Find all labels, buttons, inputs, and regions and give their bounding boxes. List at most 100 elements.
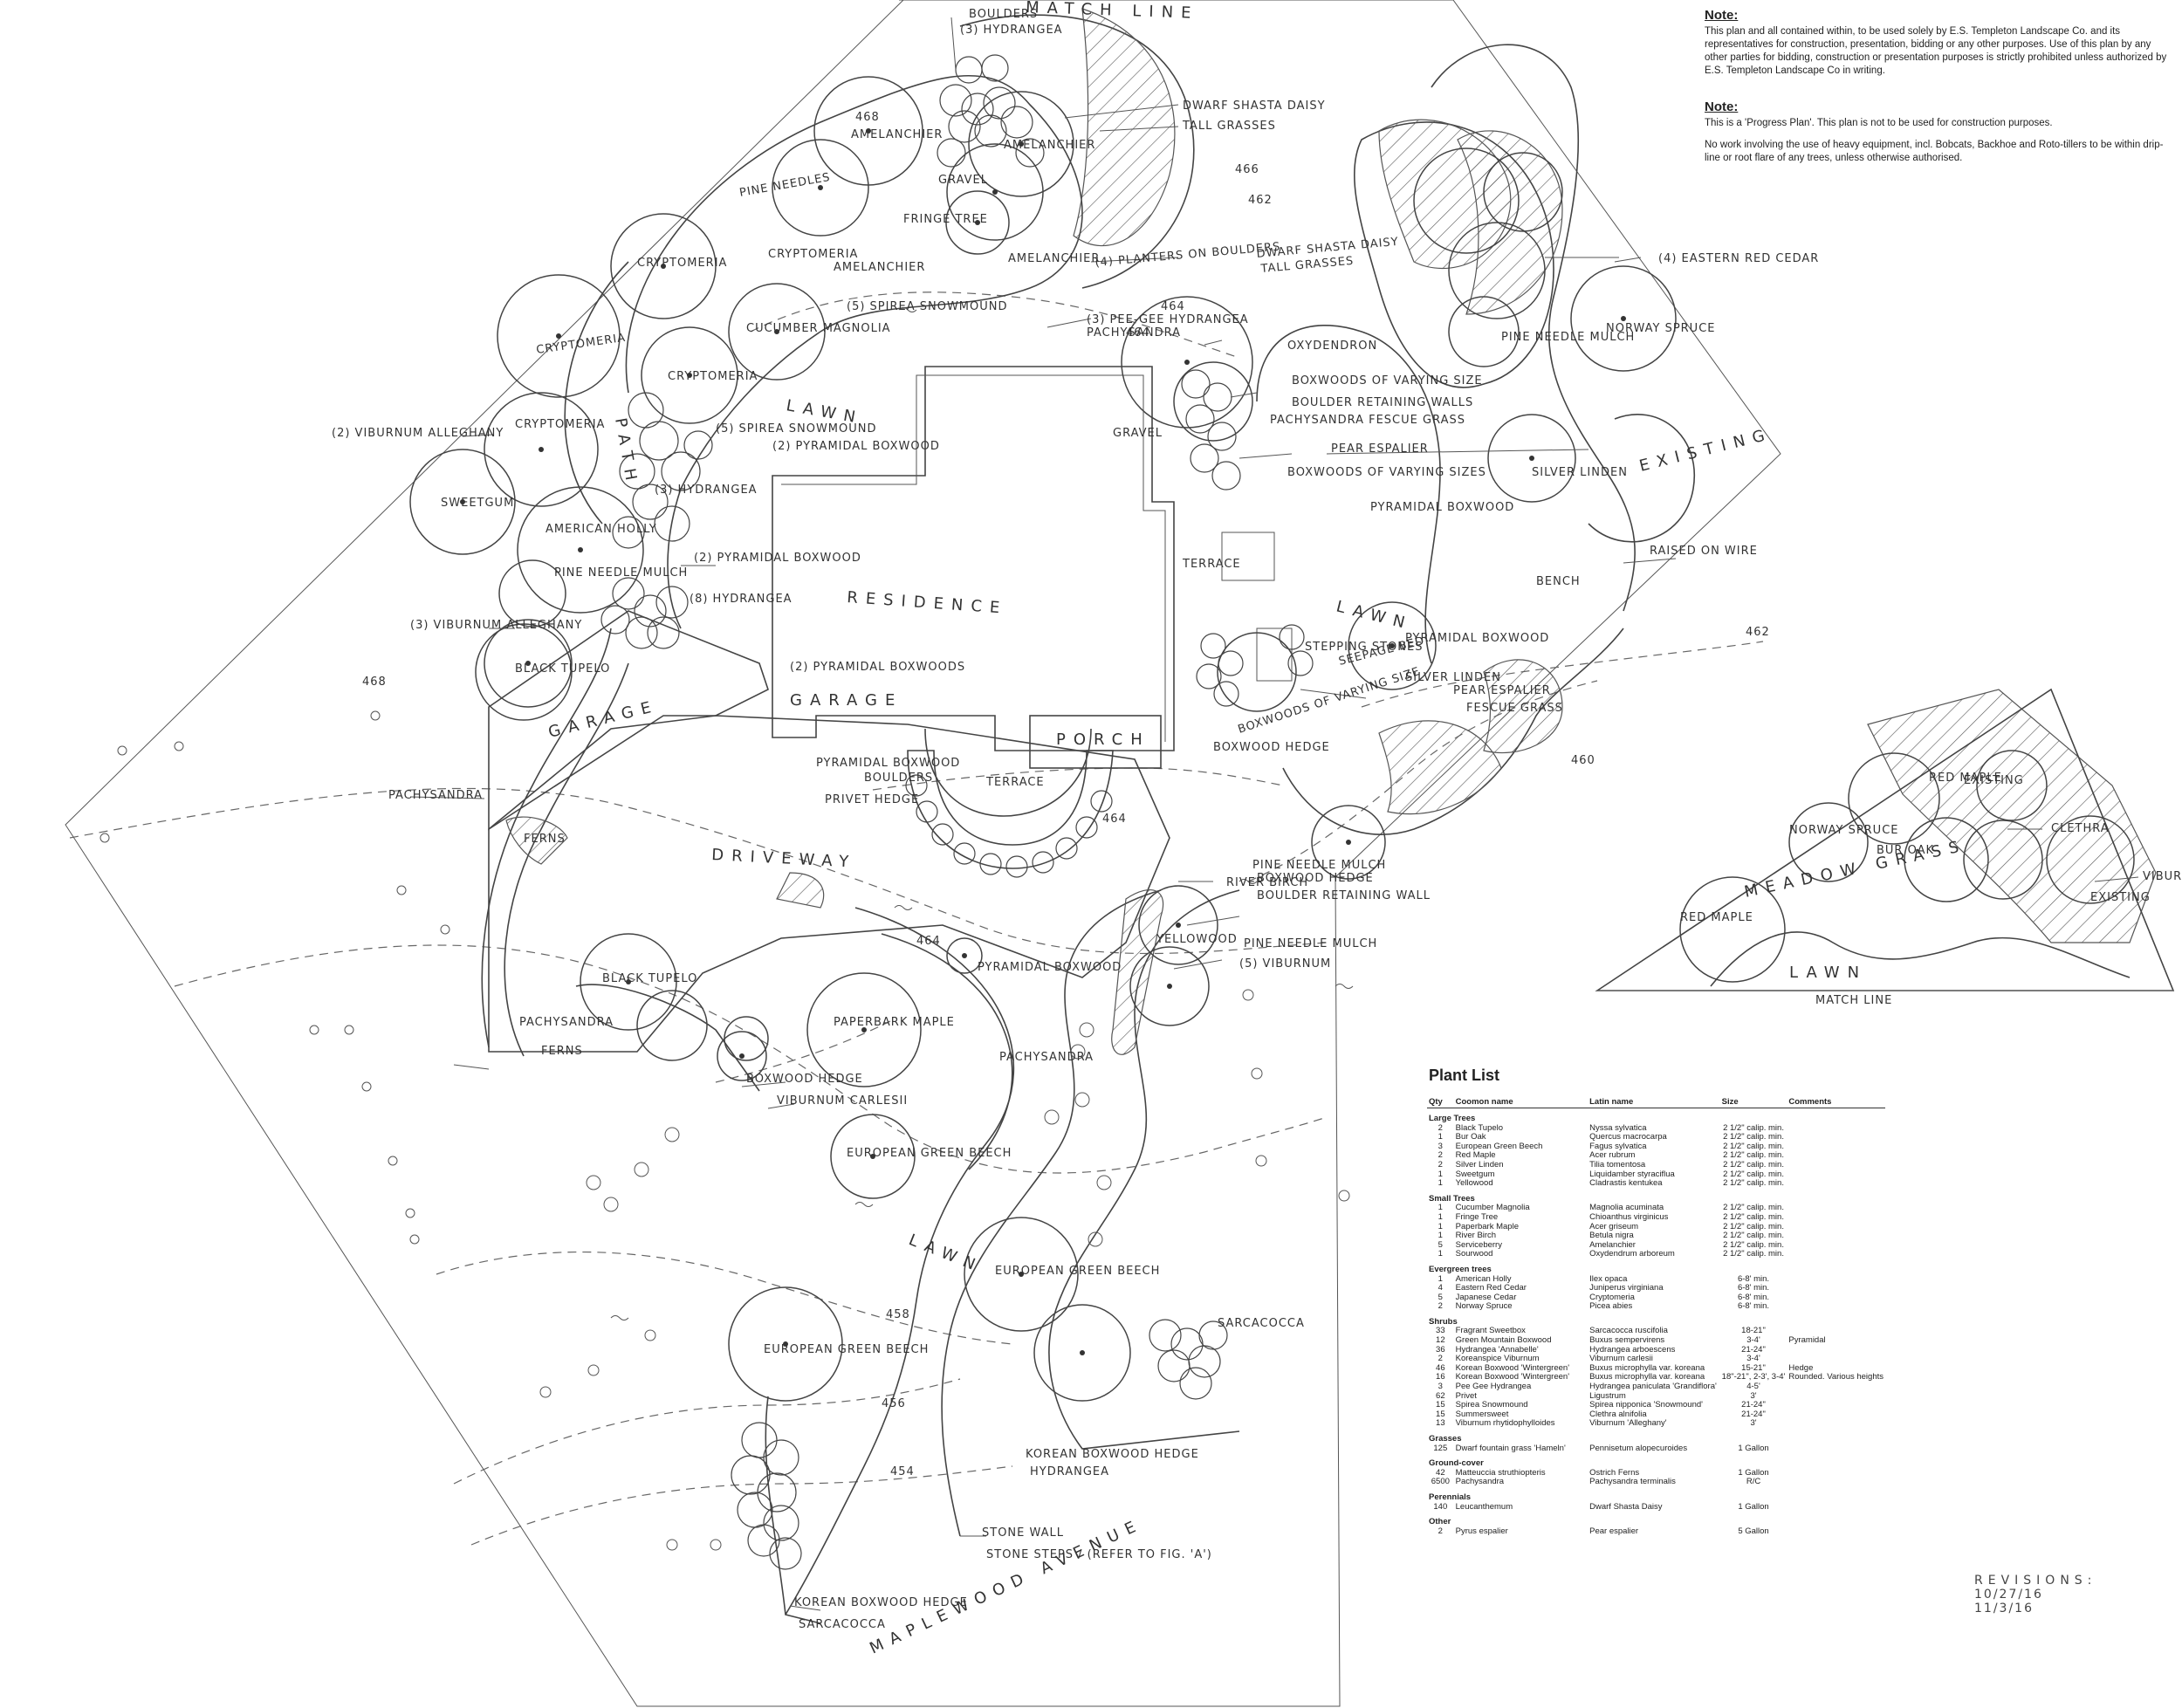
label-amelanchier-1: AMELANCHIER [851,128,943,141]
plant-latin-name: Betula nigra [1589,1231,1634,1241]
col-common-name: Coomon name [1453,1097,1588,1108]
plant-size: 1 Gallon [1738,1443,1769,1453]
plant-comments [1787,1284,1885,1293]
plant-size: 6-8' min. [1737,1301,1770,1312]
plant-size: 2 1/2" calip. min. [1723,1203,1784,1213]
plant-size: 2 1/2" calip. min. [1723,1169,1784,1179]
plant-qty: 15 [1436,1409,1445,1419]
porch-label: PORCH [1056,731,1150,749]
plant-size: 3-4' [1746,1354,1760,1364]
label-yellowood: YELLOWOOD [1156,933,1238,946]
contour-458: 458 [886,1308,910,1321]
plant-size: R/C [1746,1477,1761,1487]
col-comments: Comments [1787,1097,1885,1108]
label-pachysandra-fescue: PACHYSANDRA FESCUE GRASS [1270,414,1465,427]
label-existing-inset-1: EXISTING [1964,774,2024,787]
plant-qty: 2 [1438,1526,1443,1536]
plant-common-name: Fragrant Sweetbox [1455,1326,1526,1336]
label-fringe-tree: FRINGE TREE [903,213,988,226]
shrub-clusters [600,54,1314,1570]
plant-size: 3' [1750,1418,1757,1429]
plant-common-name: Spirea Snowmound [1455,1400,1528,1410]
meadow-label: MEADOW GRASS [1743,836,1968,902]
plant-comments [1787,1401,1885,1410]
plant-comments [1787,1346,1885,1355]
plant-qty: 125 [1433,1443,1448,1453]
plant-latin-name: Dwarf Shasta Daisy [1589,1501,1663,1512]
plant-latin-name: Viburnum carlesii [1589,1354,1653,1364]
label-bur-oak: BUR OAK [1877,844,1934,857]
plant-list-section-row: Large Trees [1427,1108,1885,1124]
plant-qty: 1 [1438,1231,1443,1241]
label-sarcacocca-1: SARCACOCCA [1218,1317,1305,1330]
plant-comments: Rounded. Various heights [1788,1372,1884,1382]
plant-common-name: Green Mountain Boxwood [1455,1335,1552,1346]
label-pachysandra-3: PACHYSANDRA [999,1051,1094,1064]
match-line-label: MATCH LINE [1026,0,1199,23]
note-paragraph: This plan and all contained within, to b… [1705,26,2167,76]
property-boundary [65,0,1781,1707]
label-cryptomeria-5: CRYPTOMERIA [515,418,605,431]
plant-comments [1787,1527,1885,1537]
plant-size: 4-5' [1746,1382,1760,1392]
plant-latin-name: Amelanchier [1589,1239,1636,1250]
plant-comments [1787,1151,1885,1161]
contour-468-b: 468 [855,111,880,124]
label-hydrangea-3: HYDRANGEA [1030,1465,1109,1478]
plant-common-name: Summersweet [1455,1409,1509,1419]
label-amelanchier-3: AMELANCHIER [1008,252,1100,265]
label-sarcacocca-2: SARCACOCCA [799,1618,886,1631]
plant-qty: 3 [1438,1382,1443,1392]
plant-latin-name: Buxus sempervirens [1589,1335,1665,1346]
label-boulder-wall-1: BOULDER RETAINING WALLS [1292,396,1473,409]
label-amelanchier-2: AMELANCHIER [1004,139,1095,152]
existing-tree-markers [99,710,1350,1551]
label-raised-wire: RAISED ON WIRE [1650,545,1758,558]
contour-464-b: 464 [1102,813,1127,826]
label-pine-mulch-4: PINE NEEDLE MULCH [1244,937,1377,950]
plant-comments [1787,1410,1885,1420]
plant-qty: 1 [1438,1178,1443,1189]
revisions-label: REVISIONS: [1974,1574,2097,1588]
note-paragraph: This is a 'Progress Plan'. This plan is … [1705,118,2053,128]
match-line-inset-label: MATCH LINE [1815,994,1892,1007]
contour-lines [69,292,1764,1546]
front-terrace [907,750,1114,869]
label-clethra: CLETHRA [2051,822,2110,835]
plant-comments [1787,1250,1885,1259]
label-cryptomeria-2: CRYPTOMERIA [768,248,858,261]
plant-comments [1787,1419,1885,1429]
plant-common-name: Bur Oak [1455,1132,1486,1142]
lawn-south-label: LAWN [906,1231,985,1277]
label-privet-hedge: PRIVET HEDGE [825,793,919,806]
plant-size: 1 Gallon [1738,1501,1769,1512]
label-pyramidal-boxwood-5: PYRAMIDAL BOXWOOD [1370,501,1514,514]
plant-size: 1 Gallon [1738,1467,1769,1478]
label-pachysandra-left: PACHYSANDRA [388,789,483,802]
label-red-maple-1: RED MAPLE [1929,772,2002,785]
label-pyramidal-boxwoods-3: (2) PYRAMIDAL BOXWOODS [790,661,965,674]
plant-common-name: Leucanthemum [1455,1501,1513,1512]
leader-lines [409,17,2139,1611]
plant-latin-name: Clethra alnifolia [1589,1409,1647,1419]
plant-list: Plant List Qty Coomon name Latin name Si… [1427,1067,1885,1536]
label-planters: (4) PLANTERS ON BOULDERS [1094,240,1281,270]
plant-common-name: Matteuccia struthiopteris [1455,1467,1546,1478]
plant-common-name: Fringe Tree [1455,1211,1499,1222]
terrace-side-label: TERRACE [1182,558,1241,571]
plant-latin-name: Sarcacocca ruscifolia [1589,1326,1668,1336]
label-tall-grasses-1: TALL GRASSES [1182,120,1276,133]
